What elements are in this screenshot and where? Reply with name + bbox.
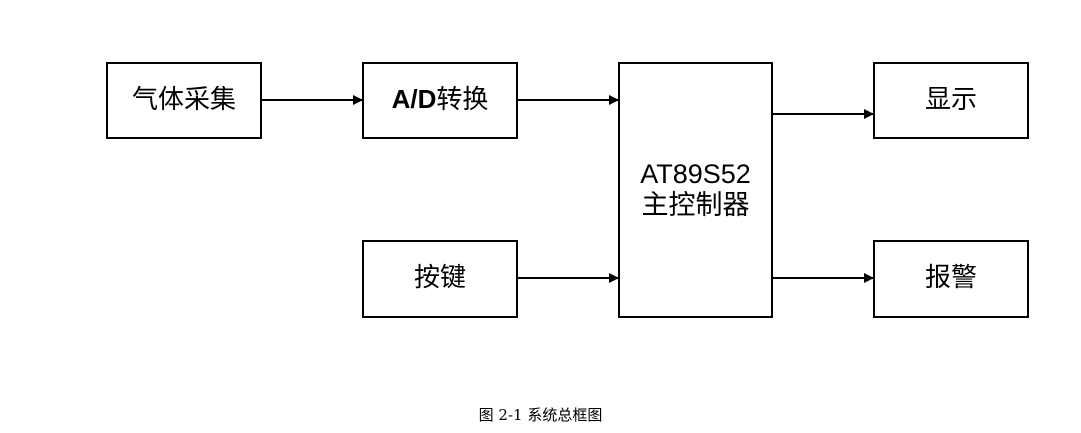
controller-model-label: AT89S52: [640, 158, 751, 189]
figure-caption: 图 2-1 系统总框图: [478, 406, 603, 424]
display-block: 显示: [873, 62, 1029, 139]
controller-name-label: 主控制器: [641, 190, 750, 221]
gas-collection-label: 气体采集: [131, 84, 236, 115]
keys-label: 按键: [413, 263, 466, 294]
alarm-block: 报警: [873, 240, 1029, 318]
keys-block: 按键: [362, 240, 518, 318]
ad-label-prefix: A/D: [391, 84, 437, 115]
alarm-label: 报警: [924, 263, 977, 294]
gas-collection-block: 气体采集: [106, 62, 262, 139]
ad-label-suffix: 转换: [436, 85, 489, 116]
ad-conversion-label: A/D转换: [391, 84, 489, 116]
ad-conversion-block: A/D转换: [362, 62, 518, 139]
display-label: 显示: [924, 84, 977, 115]
controller-block: AT89S52 主控制器: [618, 62, 773, 318]
